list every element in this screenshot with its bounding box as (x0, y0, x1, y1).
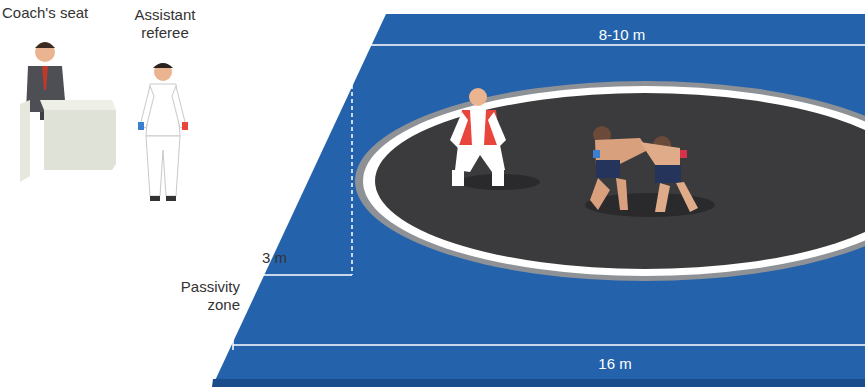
referee-figure (450, 88, 540, 190)
outer-ring (355, 81, 865, 281)
wrestlers-figure (585, 126, 715, 217)
dimension-label: 3 m (262, 249, 302, 267)
white-ring (363, 86, 865, 276)
contest-area (375, 93, 865, 269)
dimension-label: 8-10 m (560, 26, 684, 44)
dimension-label: 16 m (570, 355, 660, 373)
mat-edge (212, 379, 865, 387)
assistant-referee-figure (138, 63, 188, 201)
official-label: Assistant referee (120, 6, 210, 42)
dimension-lines (233, 40, 865, 350)
zone-label: Passivity zone (150, 278, 240, 314)
seat-label: Coach's seat (2, 4, 102, 22)
coach-figure (20, 42, 116, 182)
